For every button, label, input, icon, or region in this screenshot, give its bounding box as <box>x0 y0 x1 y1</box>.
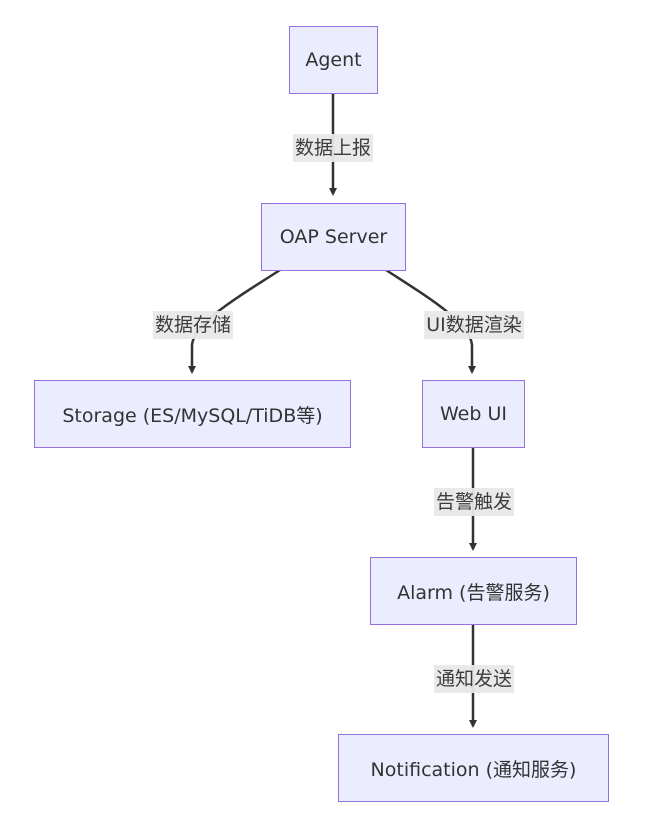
node-alarm: Alarm (告警服务) <box>370 557 577 625</box>
node-agent: Agent <box>289 26 378 94</box>
node-oap-server: OAP Server <box>261 203 406 271</box>
node-storage: Storage (ES/MySQL/TiDB等) <box>34 380 351 448</box>
edge-label-alarm-trigger: 告警触发 <box>433 488 515 516</box>
node-web-ui: Web UI <box>422 380 525 448</box>
edge-label-store: 数据存储 <box>152 311 234 339</box>
edge-label-report: 数据上报 <box>292 134 374 162</box>
edge-label-render: UI数据渲染 <box>424 311 524 339</box>
node-notification: Notification (通知服务) <box>338 734 609 802</box>
edge-label-notify: 通知发送 <box>433 665 515 693</box>
